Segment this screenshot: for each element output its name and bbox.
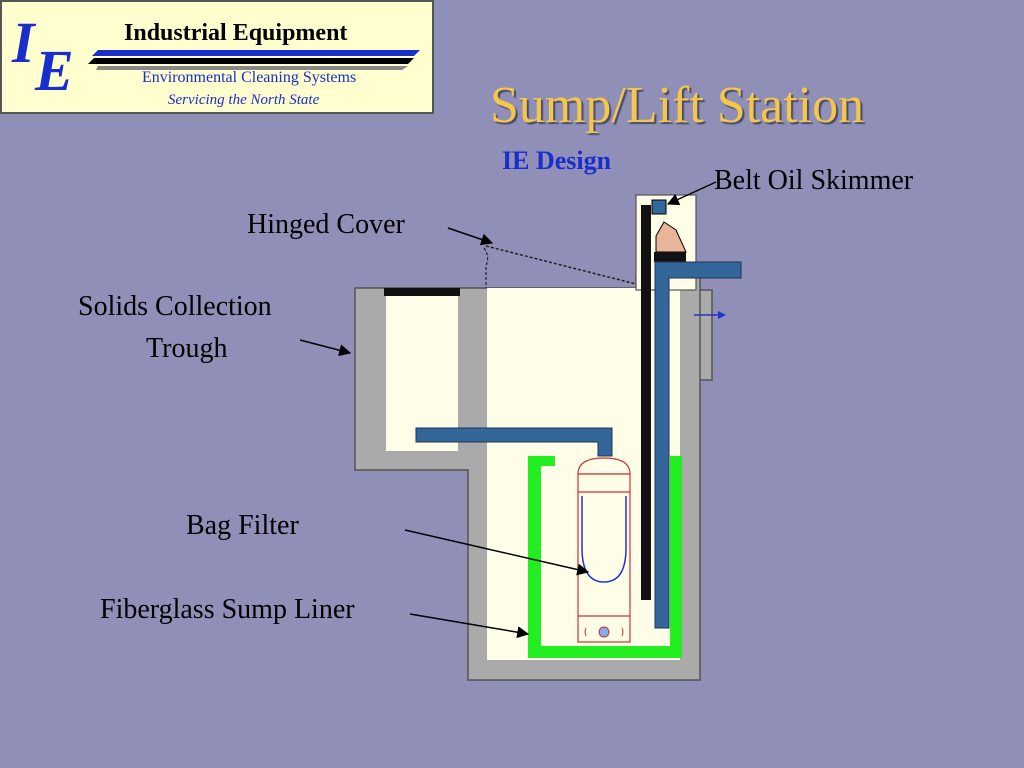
label-bag-filter: Bag Filter <box>186 510 299 541</box>
label-trough: Trough <box>146 333 228 364</box>
company-name: Industrial Equipment <box>124 20 348 46</box>
arrow-bag-filter <box>404 529 590 576</box>
arrow-hinged-cover <box>447 227 494 246</box>
filter-drain <box>598 626 610 638</box>
logo-letter-i: I <box>12 10 35 75</box>
skimmer-outlet-pipe <box>654 261 742 629</box>
logo-panel: I E Industrial Equipment Environmental C… <box>0 0 434 114</box>
arrow-solids-collection <box>299 339 352 357</box>
filter-bag <box>581 496 627 583</box>
logo-stripes <box>88 50 420 70</box>
hinged-cover-line <box>485 245 637 285</box>
skimmer-base <box>654 252 686 262</box>
trough-pipe <box>415 427 613 457</box>
filter-dome <box>577 457 631 475</box>
filter-body <box>577 473 631 643</box>
label-fiberglass-sump-liner: Fiberglass Sump Liner <box>100 594 355 625</box>
arrow-fiberglass-liner <box>409 613 530 639</box>
bag-filter <box>577 457 631 643</box>
design-subtitle: IE Design <box>502 146 612 175</box>
hinge <box>483 247 489 288</box>
service-area: Servicing the North State <box>168 92 320 108</box>
skimmer-belt <box>641 205 651 600</box>
label-solids-collection: Solids Collection <box>78 291 272 322</box>
trough-interior <box>386 296 458 451</box>
company-tagline: Environmental Cleaning Systems <box>142 69 357 86</box>
skimmer-top <box>651 199 667 215</box>
label-belt-oil-skimmer: Belt Oil Skimmer <box>714 165 914 196</box>
page-title: Sump/Lift Station <box>490 77 865 134</box>
trough-lip <box>384 288 460 296</box>
logo-letter-e: E <box>35 38 74 103</box>
label-hinged-cover: Hinged Cover <box>247 209 405 240</box>
arrow-belt-oil-skimmer <box>666 181 717 205</box>
